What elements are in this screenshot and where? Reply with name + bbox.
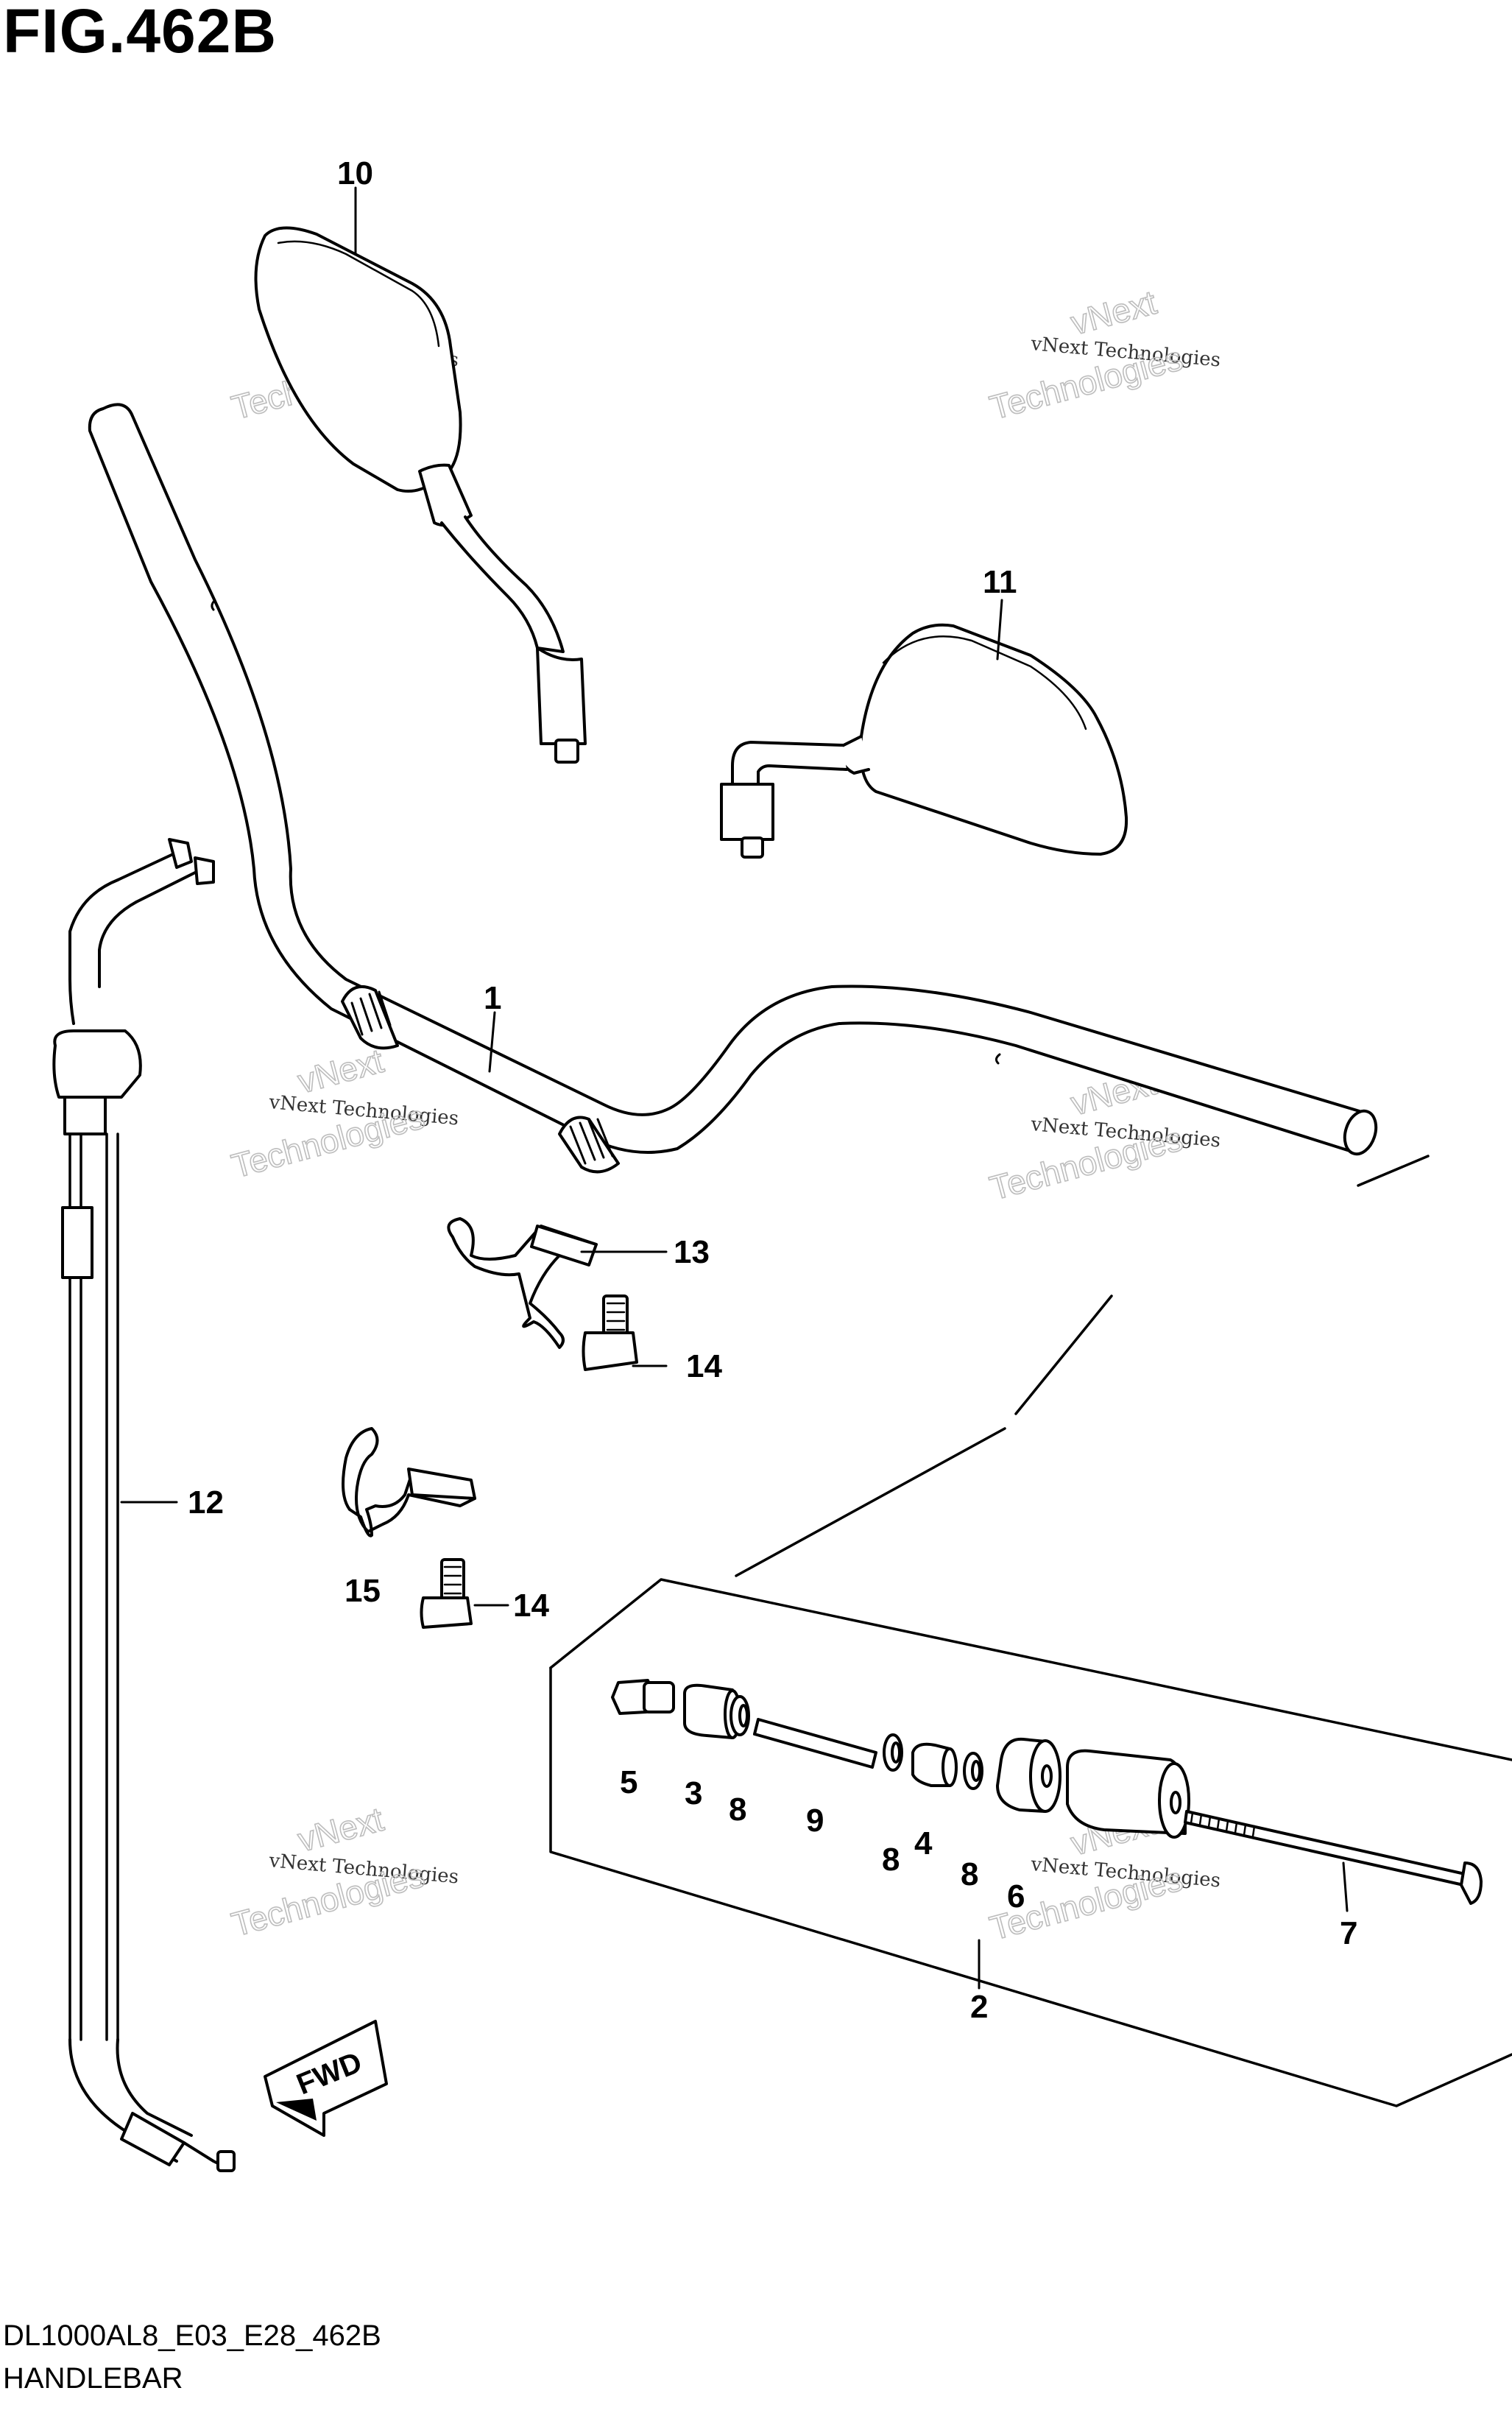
bolt-14b — [420, 1558, 473, 1629]
cable-guide-15 — [342, 1427, 476, 1537]
bolt-14a — [582, 1294, 638, 1371]
callout-6: 6 — [1007, 1878, 1025, 1914]
callout-9: 9 — [806, 1803, 824, 1839]
svg-text:vNext: vNext — [294, 1041, 387, 1101]
right-mirror — [720, 623, 1128, 859]
handlebar — [88, 403, 1378, 1174]
part-7-screw — [1184, 1810, 1483, 1905]
callout-5: 5 — [620, 1764, 637, 1800]
cable-guide-13 — [447, 1217, 598, 1349]
fwd-arrow — [264, 2020, 388, 2137]
model-code: DL1000AL8_E03_E28_462B — [3, 2319, 381, 2352]
part-4-collar — [911, 1742, 958, 1787]
callout-1: 1 — [484, 980, 501, 1016]
balancer-weight — [1066, 1749, 1190, 1839]
callout-13: 13 — [674, 1234, 710, 1270]
part-8-washer-c — [963, 1752, 983, 1790]
callout-8c: 8 — [961, 1856, 978, 1892]
left-mirror — [254, 226, 587, 764]
part-8-washer-b — [883, 1733, 903, 1772]
callout-8a: 8 — [729, 1792, 746, 1828]
svg-text:vNext: vNext — [294, 1800, 387, 1859]
figure-title: FIG.462B — [3, 0, 278, 66]
callout-8b: 8 — [882, 1842, 900, 1878]
callout-4: 4 — [914, 1825, 933, 1861]
callout-12: 12 — [188, 1484, 224, 1521]
part-5-nut — [611, 1679, 675, 1715]
callout-2: 2 — [970, 1989, 988, 2025]
callout-labels: 10 11 1 13 14 12 15 14 5 3 8 9 8 4 8 6 7… — [188, 155, 1357, 2025]
watermark-5: vNext Technologies vNext Technologies — [227, 1799, 459, 1944]
callout-11: 11 — [983, 564, 1017, 600]
callout-3: 3 — [685, 1775, 702, 1811]
watermark-3: vNext Technologies vNext Technologies — [227, 1040, 459, 1186]
exploded-view-frame — [549, 1155, 1512, 2107]
part-6-bush — [996, 1737, 1061, 1813]
callout-14b: 14 — [513, 1588, 549, 1624]
watermark-2: vNext Technologies vNext Technologies — [985, 282, 1221, 427]
callout-15: 15 — [345, 1573, 381, 1609]
leader-lines — [120, 186, 1349, 1990]
part-8-washer-a — [729, 1695, 750, 1736]
callout-7: 7 — [1340, 1915, 1357, 1951]
throttle-cable — [52, 838, 236, 2172]
section-name: HANDLEBAR — [3, 2362, 183, 2395]
part-9-rod — [753, 1718, 877, 1769]
callout-14a: 14 — [686, 1348, 722, 1384]
svg-text:vNext: vNext — [1067, 283, 1160, 342]
callout-10: 10 — [337, 155, 373, 191]
